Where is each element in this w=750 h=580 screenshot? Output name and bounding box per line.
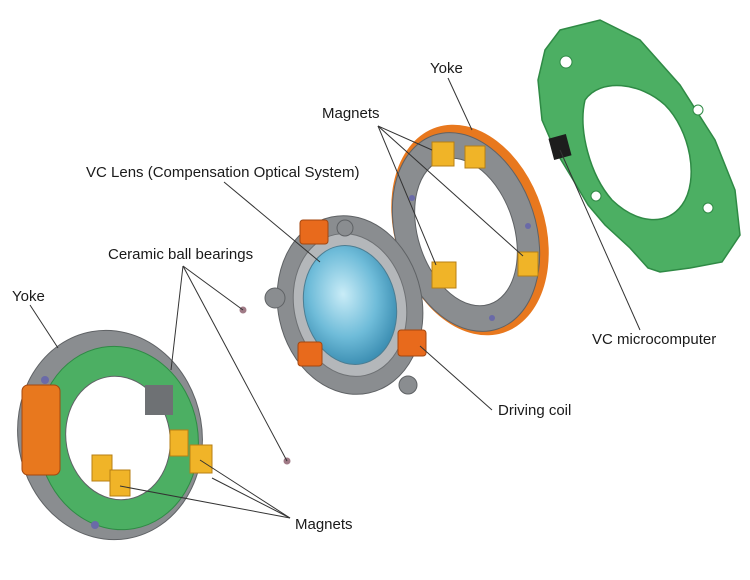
leader-yoke-right (447, 77, 473, 131)
screw (489, 315, 495, 321)
pcb-hole (559, 55, 573, 69)
leader-magnets-top-1 (377, 125, 433, 151)
vc-lens-assembly (264, 215, 427, 395)
pcb-hole (702, 202, 714, 214)
leader-magnets-top-2 (377, 125, 524, 257)
leader-driving-coil (419, 345, 493, 411)
magnet (431, 141, 455, 167)
label-vc-lens: VC Lens (Compensation Optical System) (86, 164, 360, 181)
magnet (464, 145, 486, 169)
lens-lug (398, 375, 418, 395)
magnet (517, 251, 539, 277)
label-magnets-top: Magnets (322, 105, 380, 122)
lens-lug (264, 287, 286, 309)
leader-vc-microcomputer (559, 149, 641, 331)
driving-coil (299, 219, 329, 245)
label-ceramic-ball-bearings: Ceramic ball bearings (108, 246, 254, 263)
magnet (431, 261, 457, 289)
magnet (109, 469, 131, 497)
microcomputer-chip (548, 134, 572, 160)
driving-coil (397, 329, 427, 357)
leader-bearing-2 (170, 265, 184, 371)
leader-magnets-bottom-3 (211, 477, 291, 519)
leader-lines (29, 77, 641, 519)
leader-vc-lens (223, 181, 321, 263)
screw (41, 376, 49, 384)
leader-bearing-3 (182, 265, 288, 462)
leader-bearing-1 (182, 265, 244, 311)
pcb-hole (692, 104, 704, 116)
magnet (169, 429, 189, 457)
label-vc-microcomputer: VC microcomputer (592, 331, 717, 348)
magnet (189, 444, 213, 474)
screw (525, 223, 531, 229)
pcb-hole (590, 190, 602, 202)
pcb-plate (537, 19, 741, 273)
leader-magnets-top-3 (377, 125, 437, 266)
leader-magnets-bottom-2 (199, 459, 291, 519)
label-driving-coil: Driving coil (498, 402, 572, 419)
vc-lens (302, 245, 398, 365)
vc-microcomputer-board (537, 19, 741, 273)
yoke-left-orange (21, 384, 61, 476)
yoke-ring-left (17, 329, 213, 541)
screw (91, 521, 99, 529)
yoke-ring-right (391, 124, 549, 336)
label-yoke-right: Yoke (430, 60, 463, 77)
magnet (91, 454, 113, 482)
frame-block (145, 385, 173, 415)
label-yoke-left: Yoke (12, 288, 45, 305)
lens-lug (336, 219, 354, 237)
screw (409, 195, 415, 201)
leader-magnets-bottom-1 (119, 485, 291, 519)
driving-coil (297, 341, 323, 367)
leader-yoke-left (29, 304, 59, 349)
label-magnets-bottom: Magnets (295, 516, 353, 533)
